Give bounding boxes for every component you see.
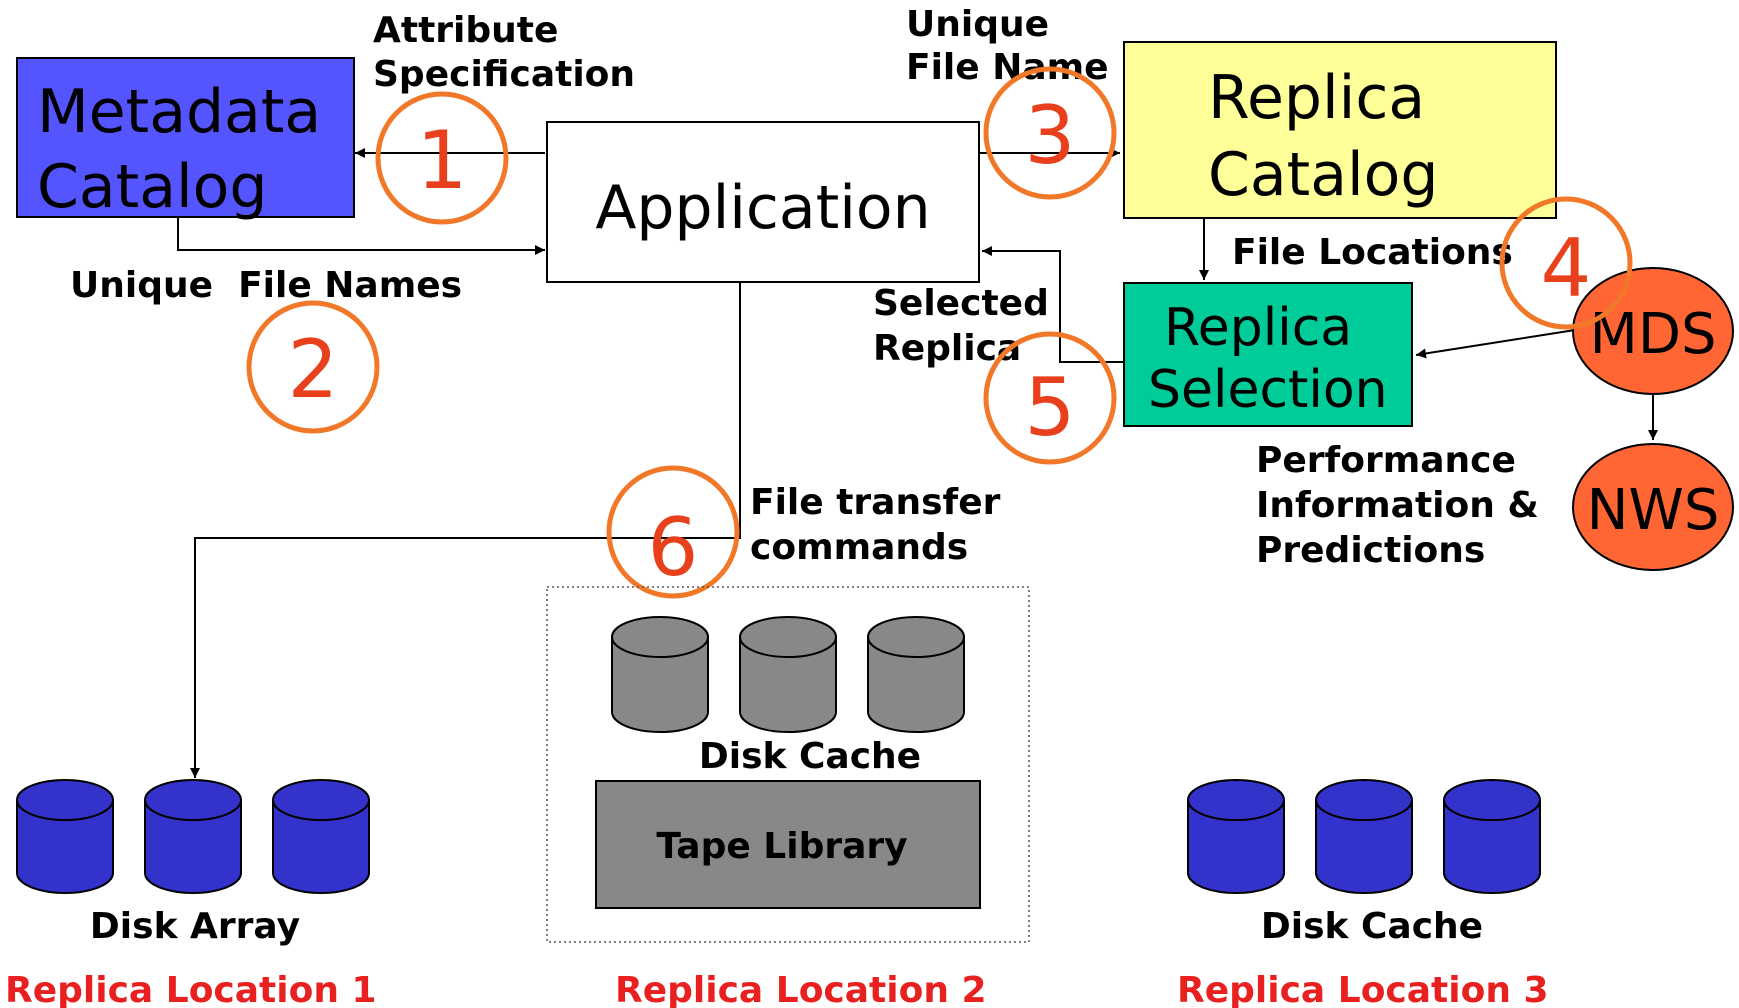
mds-node: MDS xyxy=(1572,267,1734,395)
attribute-spec-label-line2: Specification xyxy=(373,54,635,95)
tape-library-box: Tape Library xyxy=(595,780,981,909)
file-transfer-label-line2: commands xyxy=(750,527,968,568)
replica-catalog-box: Replica Catalog xyxy=(1123,41,1557,219)
nws-label: NWS xyxy=(1587,478,1720,543)
file-transfer-label-line1: File transfer xyxy=(750,482,1001,523)
replica-selection-label-line2: Selection xyxy=(1148,360,1388,420)
attribute-spec-label-line1: Attribute xyxy=(373,10,558,51)
performance-label-line1: Performance xyxy=(1256,440,1516,481)
step-3-marker: 3 xyxy=(983,66,1117,200)
replica-location-1-label: Replica Location 1 xyxy=(5,970,377,1008)
blue-disk-icon xyxy=(16,779,114,894)
unique-file-name-label-line2: File Name xyxy=(906,47,1109,88)
disk-cache-right-label: Disk Cache xyxy=(1261,906,1483,947)
blue-disk-icon xyxy=(1187,779,1285,894)
replica-location-2-container xyxy=(546,586,1030,943)
metadata-catalog-label-line1: Metadata xyxy=(37,77,321,147)
metadata-catalog-label-line2: Catalog xyxy=(37,152,267,222)
replica-location-3-label: Replica Location 3 xyxy=(1177,970,1549,1008)
step-3-number: 3 xyxy=(1025,89,1076,182)
disk-cache-center-cylinders xyxy=(611,616,965,733)
performance-label-line2: Information & xyxy=(1256,485,1539,526)
arrow-app-to-disk-array xyxy=(190,282,741,778)
step-5-marker: 5 xyxy=(983,331,1117,465)
selected-replica-label-line1: Selected xyxy=(873,283,1049,324)
replica-catalog-label-line2: Catalog xyxy=(1208,140,1438,210)
disk-cache-center-label: Disk Cache xyxy=(699,736,921,777)
tape-library-label: Tape Library xyxy=(656,826,907,867)
step-2-number: 2 xyxy=(288,323,339,416)
step-5-number: 5 xyxy=(1025,361,1076,454)
blue-disk-icon xyxy=(1443,779,1541,894)
application-box: Application xyxy=(546,121,980,283)
file-locations-label: File Locations xyxy=(1232,232,1513,273)
disk-array-cylinders xyxy=(16,779,370,894)
nws-node: NWS xyxy=(1572,443,1734,571)
step-1-number: 1 xyxy=(417,114,468,207)
gray-disk-icon xyxy=(867,616,965,733)
replica-selection-label-line1: Replica xyxy=(1164,298,1352,358)
blue-disk-icon xyxy=(144,779,242,894)
gray-disk-icon xyxy=(611,616,709,733)
application-label: Application xyxy=(595,173,930,243)
step-6-number: 6 xyxy=(648,501,699,594)
step-4-marker: 4 xyxy=(1499,196,1633,330)
unique-file-names-label: Unique File Names xyxy=(70,265,462,306)
arrow-mds-to-selection xyxy=(1415,329,1576,359)
unique-file-name-label-line1: Unique xyxy=(906,4,1049,45)
step-1-marker: 1 xyxy=(375,91,509,225)
replica-catalog-label-line1: Replica xyxy=(1208,63,1425,133)
blue-disk-icon xyxy=(272,779,370,894)
disk-array-label: Disk Array xyxy=(90,906,300,947)
arrow-metadata-to-app xyxy=(177,217,545,255)
replica-location-2-label: Replica Location 2 xyxy=(615,970,987,1008)
disk-cache-right-cylinders xyxy=(1187,779,1541,894)
arrow-selection-to-app xyxy=(982,246,1124,363)
step-4-number: 4 xyxy=(1541,222,1592,315)
mds-label: MDS xyxy=(1590,302,1717,367)
replica-selection-box: Replica Selection xyxy=(1123,282,1413,427)
blue-disk-icon xyxy=(1315,779,1413,894)
metadata-catalog-box: Metadata Catalog xyxy=(16,57,355,222)
gray-disk-icon xyxy=(739,616,837,733)
step-2-marker: 2 xyxy=(246,300,380,434)
step-6-marker: 6 xyxy=(606,465,740,599)
performance-label-line3: Predictions xyxy=(1256,530,1485,571)
